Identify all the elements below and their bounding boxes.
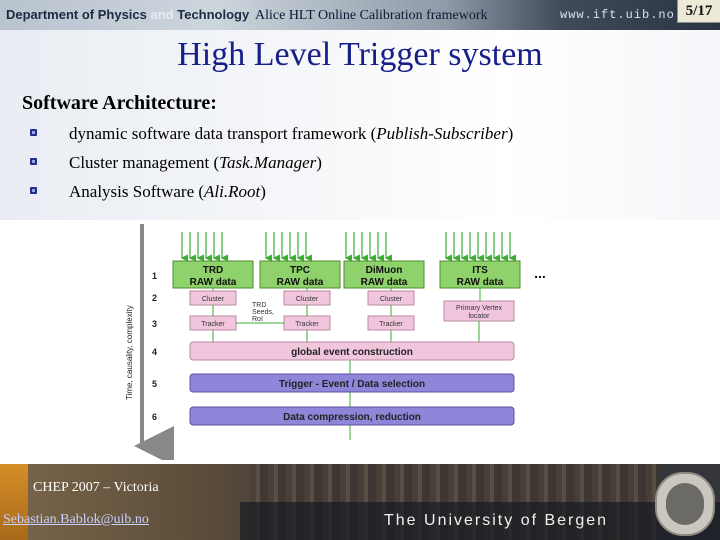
primary-vertex-box: Primary Vertex locator — [443, 300, 515, 322]
bullet-item: dynamic software data transport framewor… — [30, 120, 513, 149]
svg-text:RoI: RoI — [252, 316, 263, 323]
row-number: 3 — [152, 319, 157, 329]
svg-text:Cluster: Cluster — [296, 296, 319, 303]
svg-text:DiMuon: DiMuon — [366, 265, 403, 276]
department-name: Department of Physics and Technology — [6, 7, 250, 22]
footer-accent-strip — [0, 464, 28, 540]
trd-seeds-label: TRD Seeds, RoI — [252, 302, 274, 323]
author-email-link[interactable]: Sebastian.Bablok@uib.no — [3, 512, 149, 527]
bullet-list: dynamic software data transport framewor… — [30, 120, 513, 207]
presentation-title: Alice HLT Online Calibration framework — [255, 8, 488, 23]
global-event-construction-bar: global event construction — [189, 341, 515, 361]
svg-text:Data compression, reduction: Data compression, reduction — [283, 412, 421, 423]
svg-text:RAW data: RAW data — [190, 277, 237, 288]
svg-text:TRD: TRD — [252, 302, 266, 309]
section-heading: Software Architecture: — [22, 92, 217, 114]
detector-box-its: ITS RAW data — [439, 260, 521, 289]
time-axis-label: Time, causality, complexity — [125, 305, 134, 400]
detector-box-trd: TRD RAW data — [172, 260, 254, 289]
more-detectors-ellipsis: ... — [534, 265, 546, 281]
tracker-box: Tracker — [189, 315, 237, 331]
header-banner: Department of Physics and Technology Ali… — [0, 0, 720, 30]
svg-text:RAW data: RAW data — [457, 277, 504, 288]
bullet-icon — [30, 187, 37, 194]
row-number: 6 — [152, 412, 157, 422]
row-number: 1 — [152, 271, 157, 281]
svg-text:Trigger - Event / Data selecti: Trigger - Event / Data selection — [279, 379, 425, 390]
cluster-box: Cluster — [283, 290, 331, 306]
svg-text:Cluster: Cluster — [202, 296, 225, 303]
row-number: 2 — [152, 293, 157, 303]
svg-text:locator: locator — [468, 313, 490, 320]
svg-text:global event construction: global event construction — [291, 347, 413, 358]
detector-box-tpc: TPC RAW data — [259, 260, 341, 289]
svg-text:TRD: TRD — [203, 265, 224, 276]
bullet-icon — [30, 129, 37, 136]
svg-text:Tracker: Tracker — [379, 321, 403, 328]
svg-text:Tracker: Tracker — [295, 321, 319, 328]
footer-dark-band — [240, 502, 720, 540]
svg-text:TPC: TPC — [290, 265, 310, 276]
page-number: 5/17 — [677, 0, 720, 23]
bullet-item: Analysis Software (Ali.Root) — [30, 178, 513, 207]
svg-text:RAW data: RAW data — [361, 277, 408, 288]
bullet-icon — [30, 158, 37, 165]
tracker-box: Tracker — [367, 315, 415, 331]
row-number: 4 — [152, 347, 157, 357]
svg-text:Cluster: Cluster — [380, 296, 403, 303]
university-name: The University of Bergen — [384, 512, 609, 529]
svg-text:ITS: ITS — [472, 265, 488, 276]
institute-url[interactable]: www.ift.uib.no — [560, 8, 675, 22]
university-seal-icon — [655, 472, 715, 536]
row-number: 5 — [152, 379, 157, 389]
svg-text:Seeds,: Seeds, — [252, 309, 274, 316]
svg-text:Primary Vertex: Primary Vertex — [456, 305, 502, 312]
bullet-item: Cluster management (Task.Manager) — [30, 149, 513, 178]
svg-text:Tracker: Tracker — [201, 321, 225, 328]
background-texture — [0, 30, 720, 220]
tracker-box: Tracker — [283, 315, 331, 331]
cluster-box: Cluster — [189, 290, 237, 306]
input-arrows — [180, 232, 516, 262]
conference-label: CHEP 2007 – Victoria — [33, 480, 159, 495]
svg-text:RAW data: RAW data — [277, 277, 324, 288]
footer: CHEP 2007 – Victoria Sebastian.Bablok@ui… — [0, 464, 720, 540]
connector-lines — [212, 288, 481, 440]
slide-title: High Level Trigger system — [177, 36, 543, 73]
cluster-box: Cluster — [367, 290, 415, 306]
trigger-selection-bar: Trigger - Event / Data selection — [189, 373, 515, 393]
data-compression-bar: Data compression, reduction — [189, 406, 515, 426]
detector-box-dimuon: DiMuon RAW data — [343, 260, 425, 289]
hlt-architecture-diagram: Time, causality, complexity 1 2 3 4 5 6 … — [125, 224, 546, 460]
